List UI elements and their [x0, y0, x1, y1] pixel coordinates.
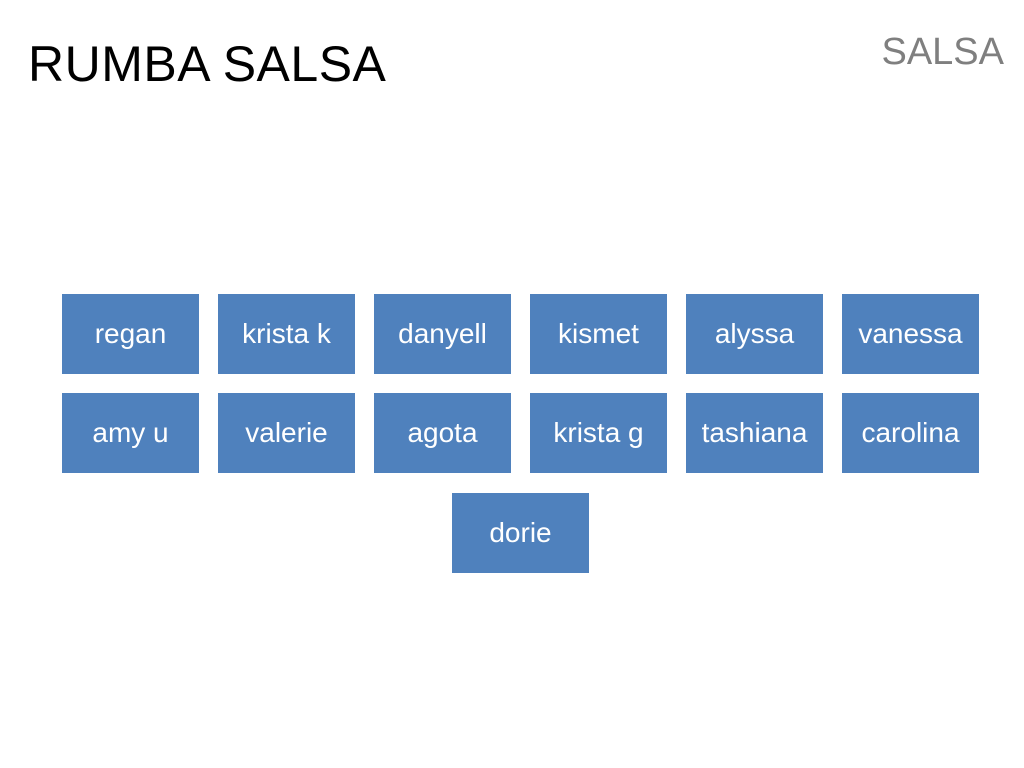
- name-box: carolina: [841, 392, 980, 474]
- slide-title: RUMBA SALSA: [28, 36, 387, 92]
- name-box: dorie: [451, 492, 590, 574]
- name-box: tashiana: [685, 392, 824, 474]
- name-box: regan: [61, 293, 200, 375]
- name-box: agota: [373, 392, 512, 474]
- name-box: krista k: [217, 293, 356, 375]
- name-box: valerie: [217, 392, 356, 474]
- name-box: amy u: [61, 392, 200, 474]
- name-box: kismet: [529, 293, 668, 375]
- name-box: danyell: [373, 293, 512, 375]
- section-label: SALSA: [881, 31, 1004, 73]
- name-box: alyssa: [685, 293, 824, 375]
- name-box: krista g: [529, 392, 668, 474]
- name-box: vanessa: [841, 293, 980, 375]
